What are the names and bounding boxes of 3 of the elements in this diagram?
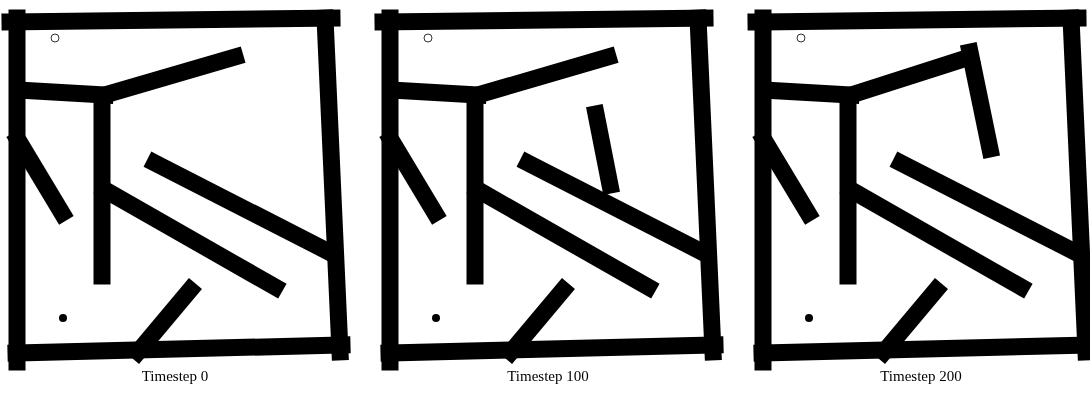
panel-caption: Timestep 0 — [140, 368, 210, 385]
panel-caption: Timestep 200 — [879, 368, 963, 385]
panel-caption: Timestep 100 — [506, 368, 590, 385]
